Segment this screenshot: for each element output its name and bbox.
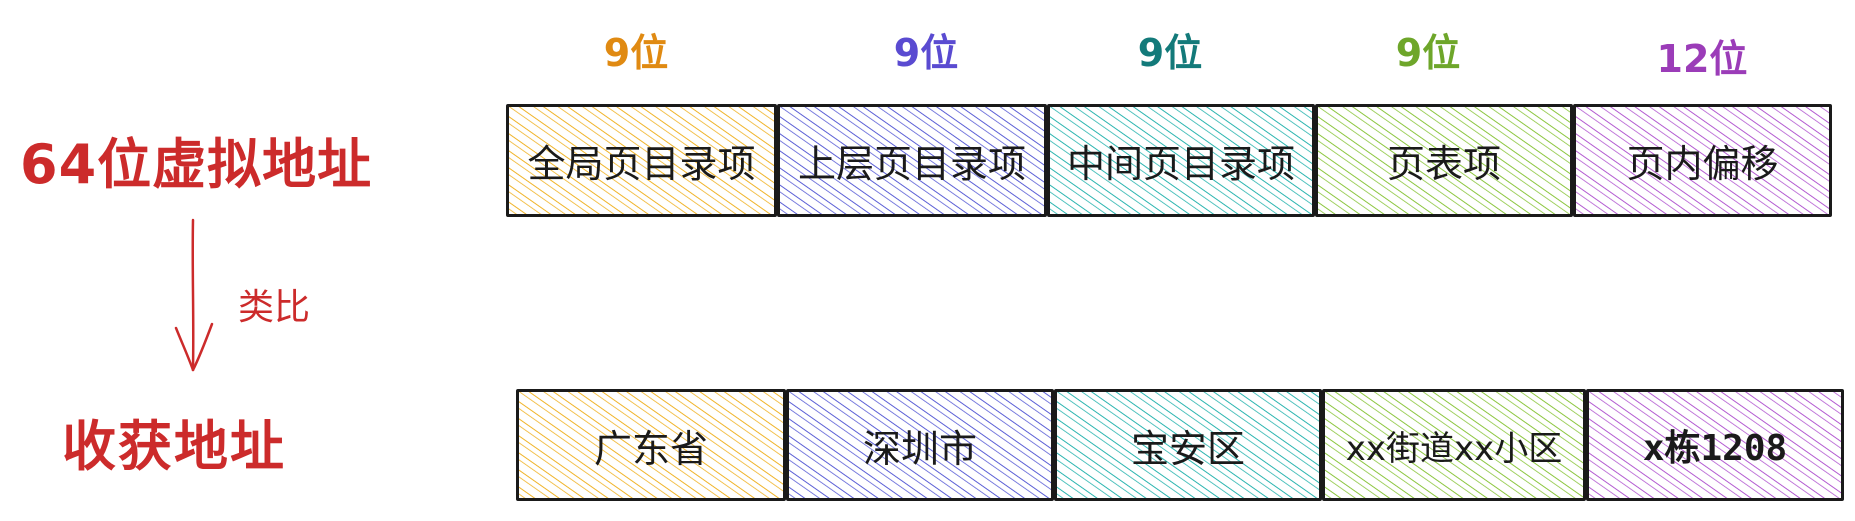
hatch-fill [1589,392,1841,498]
segment-district: 宝安区 [1054,389,1322,501]
segment-label: 页内偏移 [1626,142,1779,186]
segment-global-directory: 全局页目录项 [506,104,777,217]
segment-city: 深圳市 [786,389,1054,501]
segment-label: xx街道xx小区 [1345,428,1563,469]
hatch-fill [789,392,1051,498]
segment-label: 宝安区 [1130,426,1245,471]
bits-label-middle: 9位 [1137,31,1203,75]
segment-label: 广东省 [593,426,708,471]
down-arrow-icon [174,218,214,372]
bits-label-offset: 12位 [1656,37,1748,81]
segment-page-table-entry: 页表项 [1315,104,1573,217]
segment-page-offset: 页内偏移 [1573,104,1832,217]
hatch-fill [519,392,783,498]
hatch-fill [1050,107,1312,214]
segment-province: 广东省 [516,389,786,501]
analogy-label: 类比 [238,287,311,328]
segment-label: x栋1208 [1642,428,1788,469]
segment-label: 中间页目录项 [1066,142,1295,186]
hatch-fill [1325,392,1583,498]
hatch-fill [1576,107,1829,214]
hatch-fill [780,107,1044,214]
mail-address-title: 收获地址 [62,415,286,478]
segment-middle-directory: 中间页目录项 [1047,104,1315,217]
segment-label: 页表项 [1386,142,1501,186]
bits-label-pte: 9位 [1395,31,1461,75]
segment-building: x栋1208 [1586,389,1844,501]
segment-upper-directory: 上层页目录项 [777,104,1047,217]
bits-label-global: 9位 [603,31,669,75]
hatch-fill [1057,392,1319,498]
segment-label: 深圳市 [862,426,977,471]
hatch-fill [1318,107,1570,214]
bits-label-upper: 9位 [893,31,959,75]
segment-label: 全局页目录项 [527,142,756,186]
segment-label: 上层页目录项 [797,142,1026,186]
virtual-address-title: 64位虚拟地址 [20,133,373,196]
hatch-fill [509,107,774,214]
segment-street: xx街道xx小区 [1322,389,1586,501]
